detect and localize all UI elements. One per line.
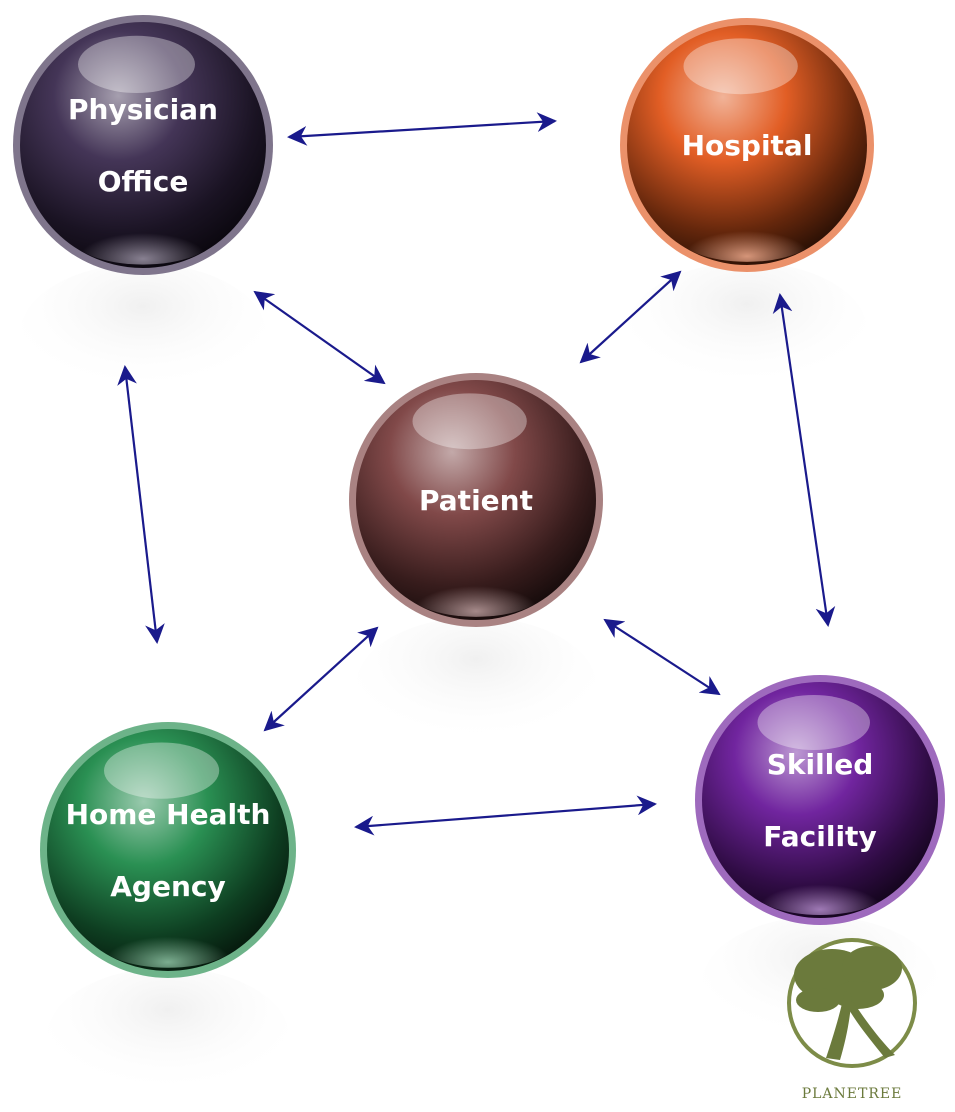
- sphere-highlight-patient: [412, 393, 527, 450]
- logo-wordmark: PLANETREE: [802, 1086, 903, 1102]
- label-patient-line-1: Patient: [419, 484, 533, 517]
- sphere-hospital: [627, 25, 867, 265]
- sphere-glow-home-health: [97, 911, 239, 968]
- sphere-home-health: [47, 729, 289, 971]
- planetree-logo: PLANETREE: [787, 938, 917, 1102]
- arrow-physician-home-health: [117, 365, 165, 644]
- reflection-physician: [19, 263, 267, 407]
- sphere-highlight-physician: [78, 35, 195, 93]
- label-physician-line-1: Physician: [68, 93, 218, 126]
- arrow-physician-hospital: [287, 112, 557, 146]
- label-physician-line-2: Office: [98, 165, 189, 198]
- node-patient: Patient: [349, 373, 603, 627]
- label-hospital-line-1: Hospital: [682, 129, 813, 162]
- sphere-glow-hospital: [677, 205, 817, 262]
- arrow-hospital-skilled: [772, 293, 836, 627]
- tree-icon: [794, 946, 902, 1060]
- arrow-home-health-skilled: [354, 795, 657, 836]
- sphere-glow-skilled: [751, 860, 889, 915]
- arrow-patient-skilled: [603, 618, 721, 696]
- connection-arrows: [117, 112, 836, 836]
- label-home-health-line-2: Agency: [110, 870, 226, 903]
- sphere-highlight-home-health: [104, 742, 220, 799]
- label-skilled-line-1: Skilled: [767, 748, 874, 781]
- sphere-highlight-hospital: [683, 38, 798, 95]
- label-skilled-line-2: Facility: [763, 820, 876, 853]
- sphere-skilled: [702, 682, 938, 918]
- sphere-physician: [20, 22, 266, 268]
- arrow-hospital-patient: [579, 270, 682, 364]
- reflection-patient: [355, 617, 597, 757]
- sphere-glow-physician: [71, 207, 215, 265]
- sphere-glow-patient: [406, 560, 546, 617]
- node-hospital: Hospital: [620, 18, 874, 272]
- arrow-patient-home-health: [263, 626, 379, 732]
- sphere-patient: [356, 380, 596, 620]
- arrow-physician-patient: [253, 290, 386, 385]
- reflection-hospital: [626, 262, 868, 402]
- label-home-health-line-1: Home Health: [66, 798, 271, 831]
- sphere-highlight-skilled: [757, 695, 870, 750]
- reflection-home-health: [46, 967, 290, 1109]
